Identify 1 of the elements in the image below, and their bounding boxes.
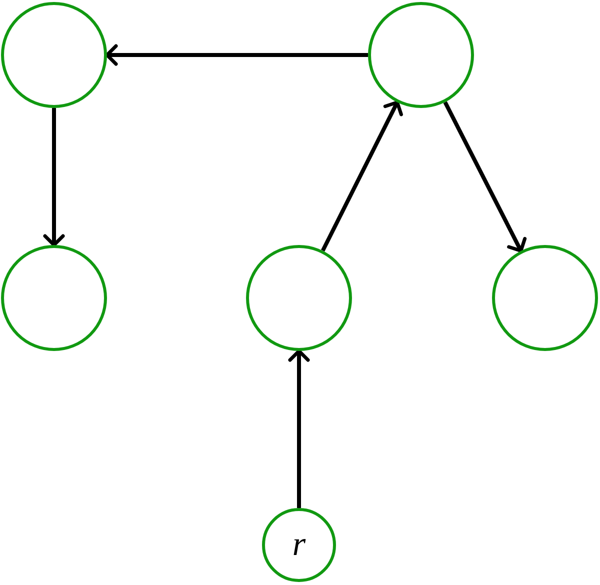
node-label: r — [292, 528, 306, 562]
